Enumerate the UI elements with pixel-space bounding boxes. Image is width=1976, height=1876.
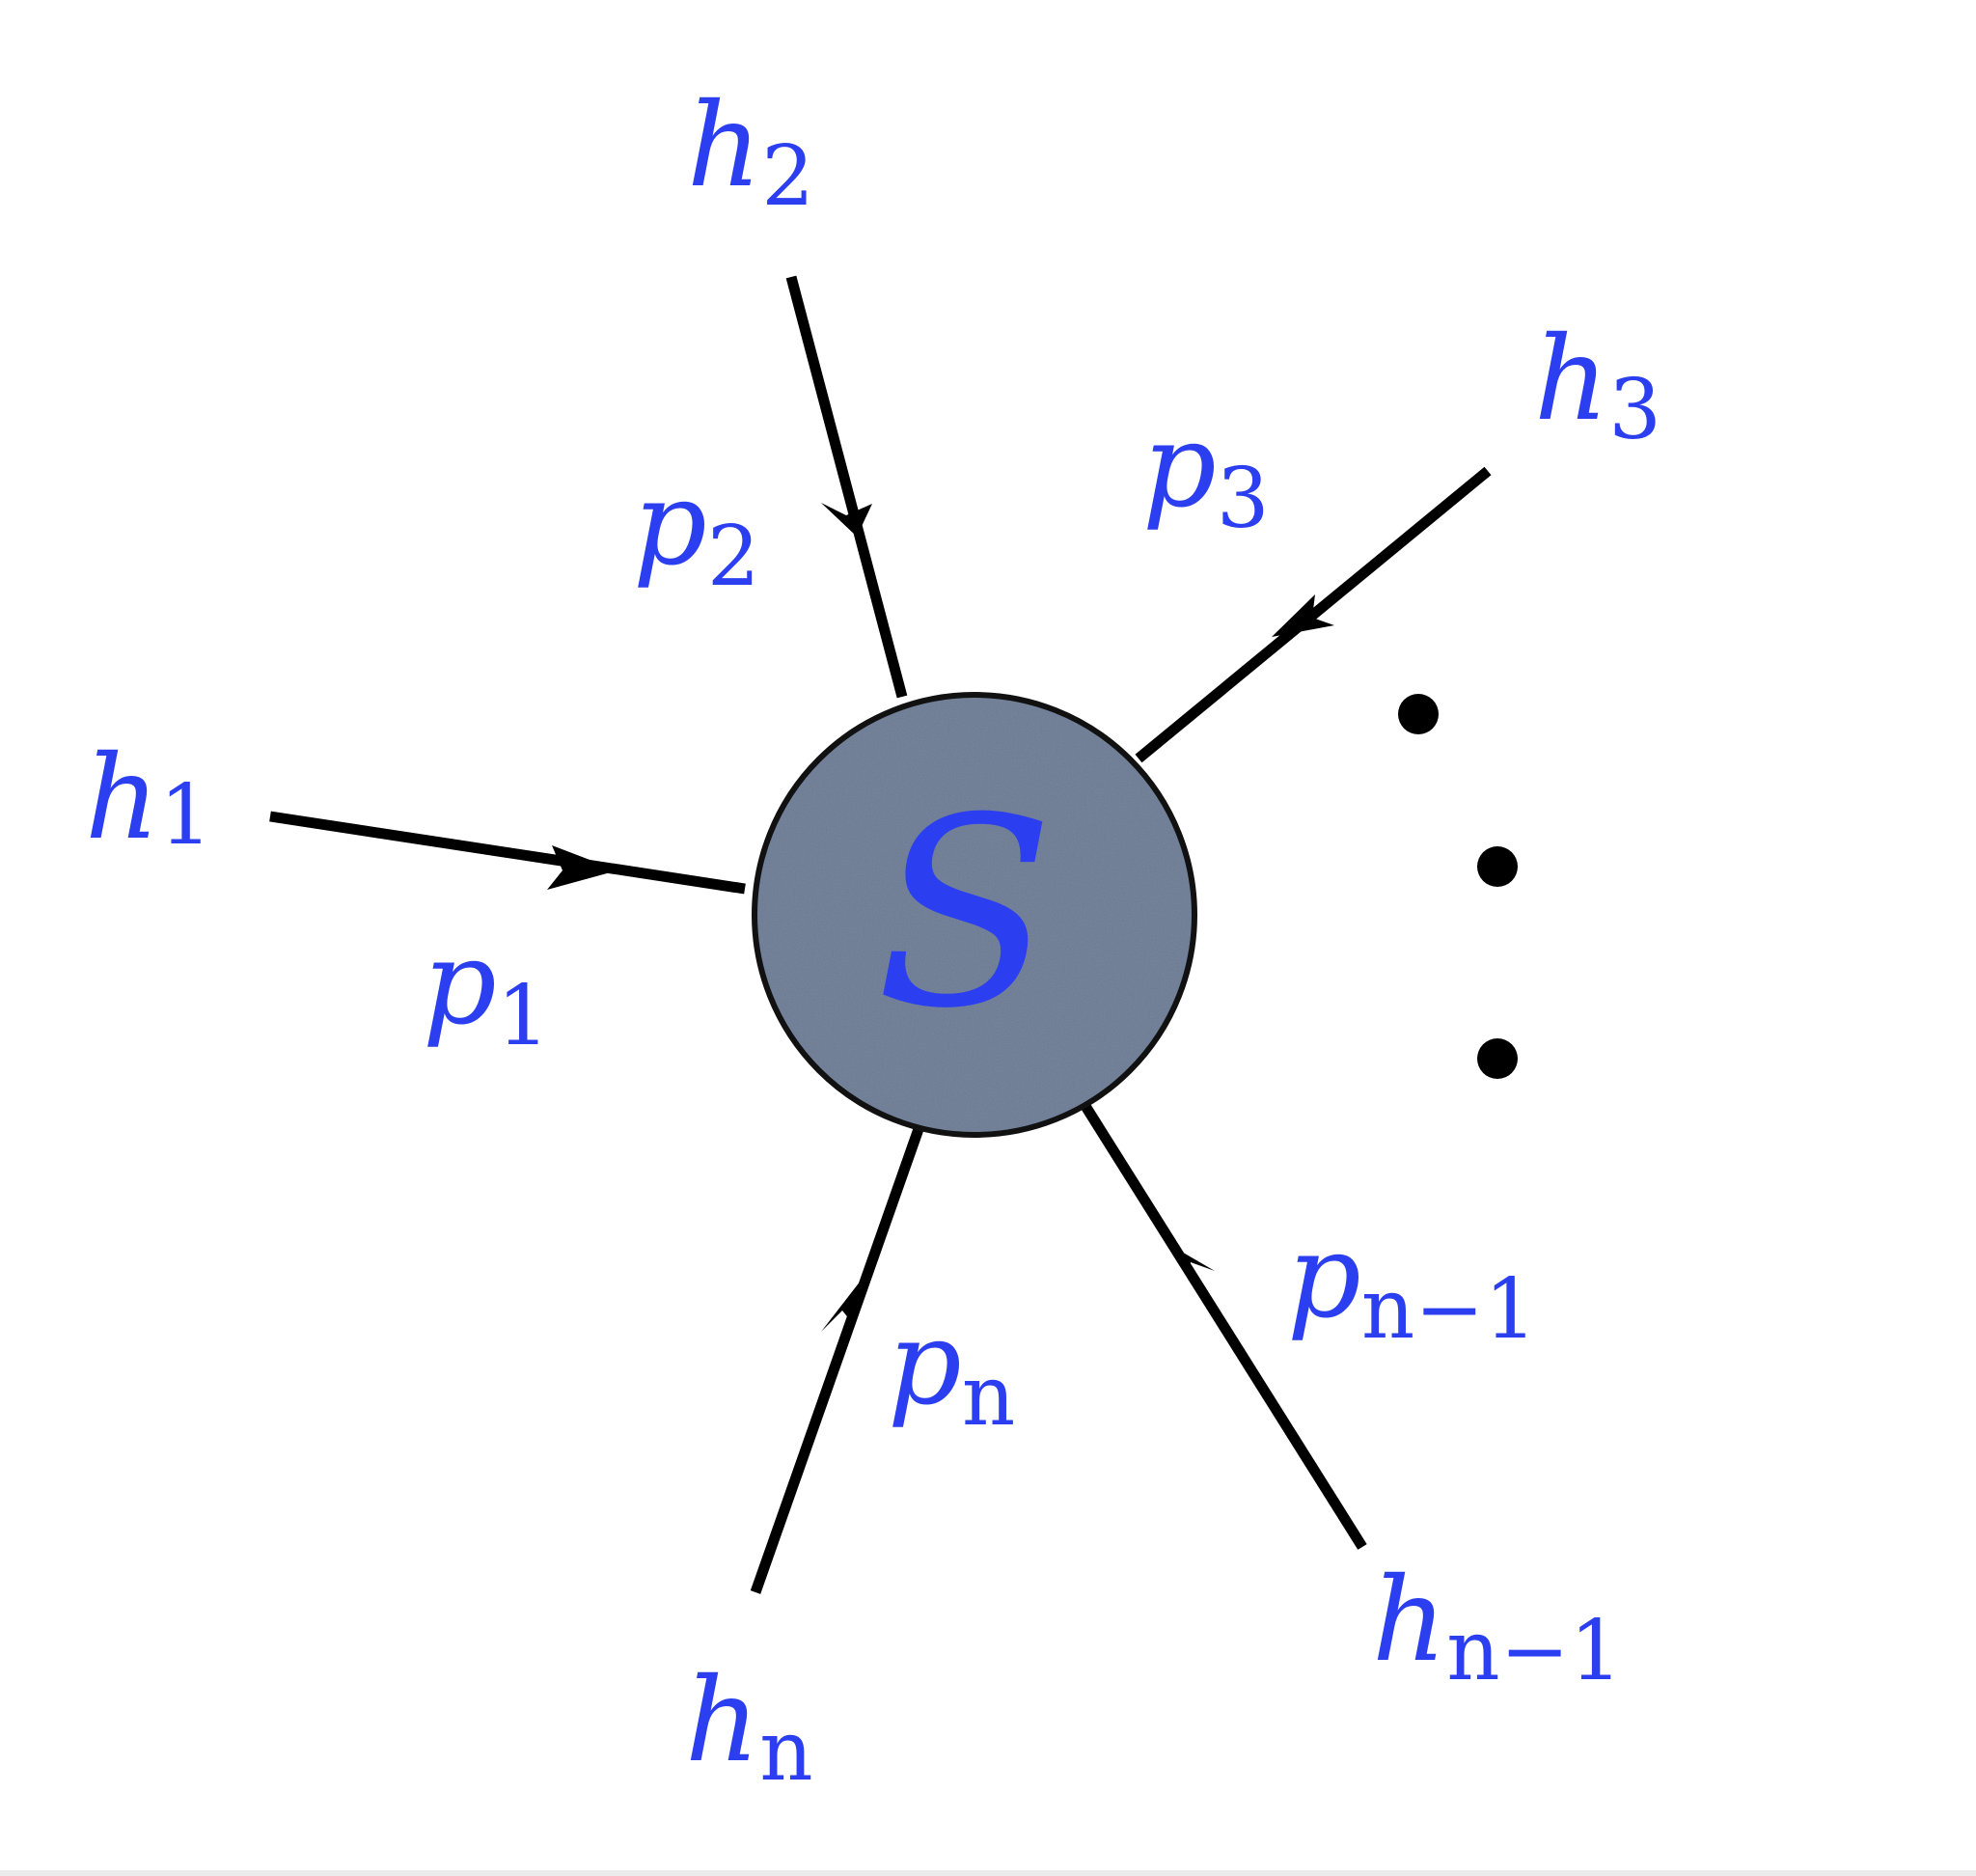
leg-2-arrow — [821, 503, 872, 537]
helicity-label-2: h2 — [687, 79, 814, 225]
leg-n-minus-1-line — [1074, 1092, 1367, 1550]
leg-1-line — [269, 811, 746, 895]
momentum-label-n-minus-1: pn−1 — [1287, 1210, 1537, 1358]
external-lines — [269, 275, 1492, 1594]
ellipsis-dot — [1398, 694, 1439, 734]
leg-n-arrow — [821, 1281, 861, 1332]
momentum-label-n: pn — [888, 1297, 1015, 1445]
helicity-label-3: h3 — [1534, 313, 1661, 458]
labels: h1 p1 h2 p2 h3 p3 hn−1 pn−1 hn p — [85, 79, 1661, 1800]
helicity-label-1: h1 — [85, 731, 212, 866]
ellipsis-dots — [1398, 694, 1518, 1079]
leg-n-minus-1-arrow — [1173, 1247, 1215, 1281]
leg-n-line — [750, 1127, 924, 1594]
leg-1-arrow — [547, 845, 618, 890]
blob-label: S — [876, 761, 1055, 1065]
bottom-divider — [0, 1870, 1976, 1876]
helicity-label-n: hn — [685, 1654, 813, 1800]
leg-3-line — [1135, 466, 1492, 763]
arrowheads — [547, 503, 1334, 1332]
ellipsis-dot — [1477, 846, 1518, 887]
helicity-label-n-minus-1: hn−1 — [1372, 1554, 1622, 1699]
ellipsis-dot — [1477, 1038, 1518, 1079]
momentum-label-2: p2 — [633, 457, 760, 605]
leg-2-line — [785, 275, 908, 699]
leg-3-arrow — [1272, 594, 1334, 637]
scattering-blob: S — [752, 692, 1197, 1138]
momentum-label-1: p1 — [423, 917, 550, 1064]
momentum-label-3: p3 — [1142, 400, 1270, 547]
